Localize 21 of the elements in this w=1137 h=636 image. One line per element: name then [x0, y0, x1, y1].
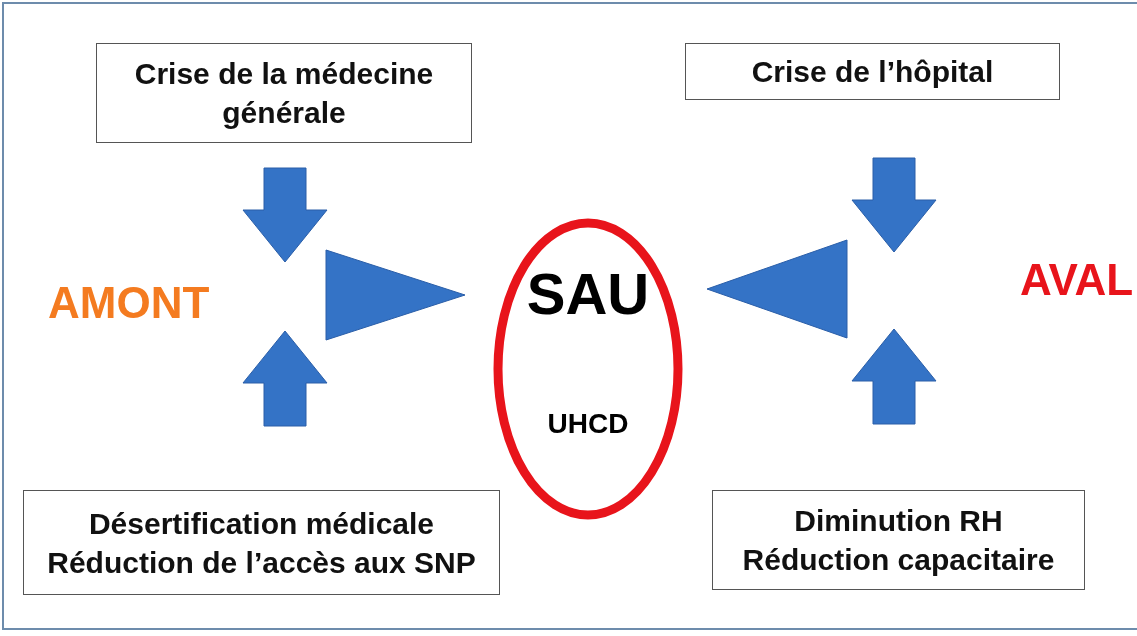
triangle-shape: [706, 239, 848, 339]
text-box: [96, 43, 472, 143]
side-label: AMONT: [48, 278, 210, 328]
block-arrow: [242, 167, 328, 263]
box-text: Réduction capacitaire: [742, 542, 1055, 578]
text-box: [712, 490, 1085, 590]
side-label: AVAL: [1020, 255, 1134, 305]
ellipse-node: [493, 218, 683, 520]
text-box: [23, 490, 500, 595]
box-text: Crise de l’hôpital: [751, 54, 994, 90]
box-text: Réduction de l’accès aux SNP: [47, 544, 476, 581]
block-arrow: [851, 157, 937, 253]
box-text: Crise de la médecine générale: [133, 56, 435, 131]
box-text: Désertification médicale: [88, 505, 435, 542]
node-text: UHCD: [546, 408, 630, 440]
triangle-shape: [325, 249, 466, 341]
box-text: Diminution RH: [794, 503, 1003, 539]
block-arrow: [242, 330, 328, 427]
node-title: SAU: [525, 260, 651, 327]
text-box: [685, 43, 1060, 100]
block-arrow: [851, 328, 937, 425]
